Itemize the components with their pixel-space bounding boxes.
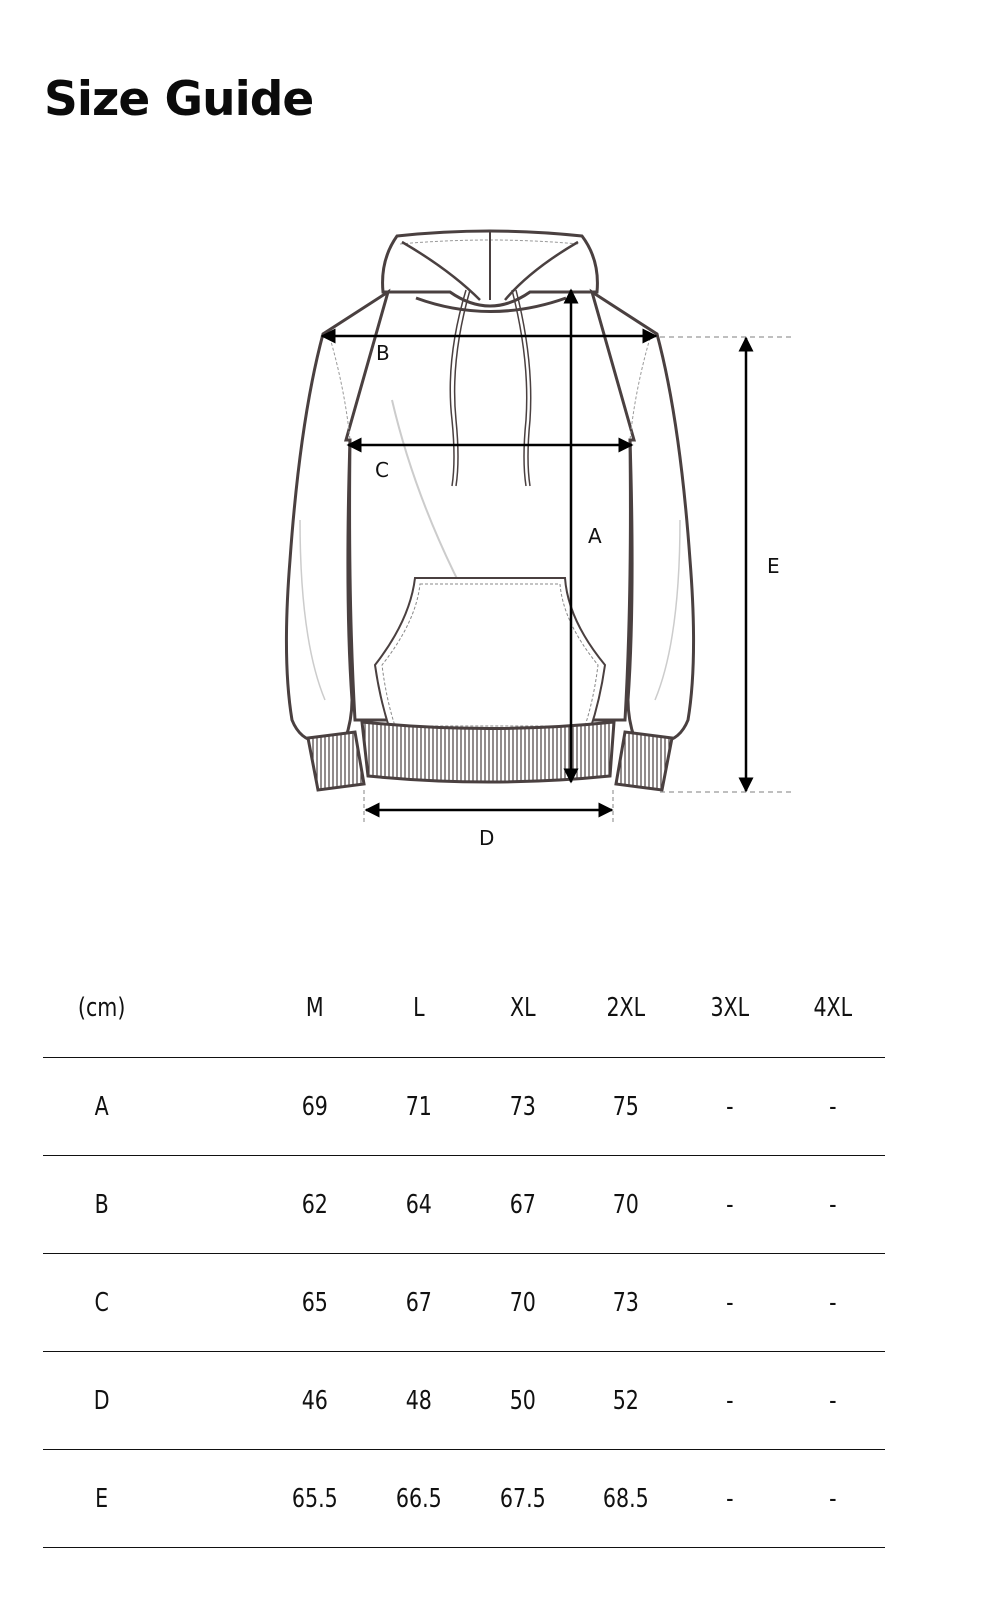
label-b: B: [376, 341, 390, 365]
page-title: Size Guide: [44, 72, 314, 127]
column-header: 3XL: [710, 992, 749, 1023]
table-cell: 70: [509, 1287, 536, 1318]
table-cell: 65.5: [292, 1483, 339, 1514]
table-row: A 69 71 73 75 - -: [43, 1058, 885, 1156]
table-cell: -: [725, 1287, 734, 1318]
table-cell: 73: [612, 1287, 640, 1318]
column-header: 4XL: [813, 992, 853, 1023]
table-cell: 75: [612, 1091, 640, 1122]
table-cell: 64: [405, 1189, 432, 1220]
table-row: D 46 48 50 52 - -: [43, 1352, 885, 1450]
row-label: E: [95, 1483, 109, 1514]
table-cell: 73: [509, 1091, 536, 1122]
table-header-row: (cm) M L XL 2XL 3XL 4XL: [43, 958, 885, 1058]
label-d: D: [479, 826, 494, 850]
column-header: 2XL: [606, 992, 646, 1023]
column-header: M: [306, 992, 324, 1023]
label-a: A: [588, 524, 602, 548]
table-cell: 46: [302, 1385, 329, 1416]
table-row: C 65 67 70 73 - -: [43, 1254, 885, 1352]
table-cell: 65: [302, 1287, 329, 1318]
table-cell: -: [829, 1189, 837, 1220]
table-cell: 48: [405, 1385, 432, 1416]
table-cell: 52: [612, 1385, 640, 1416]
row-label: C: [94, 1287, 109, 1318]
table-cell: -: [829, 1091, 837, 1122]
table-cell: 71: [405, 1091, 432, 1122]
table-cell: -: [725, 1483, 734, 1514]
size-table: (cm) M L XL 2XL 3XL 4XL A 69 71 73 75 - …: [43, 958, 885, 1548]
table-cell: -: [829, 1385, 837, 1416]
label-e: E: [767, 554, 780, 578]
table-cell: 50: [509, 1385, 536, 1416]
row-label: D: [93, 1385, 110, 1416]
table-cell: 67.5: [499, 1483, 546, 1514]
table-cell: -: [725, 1091, 734, 1122]
table-cell: 67: [509, 1189, 536, 1220]
hoodie-illustration: B C A E D: [284, 229, 792, 850]
row-label: B: [94, 1189, 109, 1220]
unit-label: (cm): [77, 992, 126, 1023]
table-cell: -: [725, 1189, 734, 1220]
hoodie-measurement-diagram: B C A E D: [0, 200, 1000, 900]
table-cell: 67: [405, 1287, 432, 1318]
column-header: L: [412, 992, 425, 1023]
label-c: C: [375, 458, 389, 482]
table-cell: 66.5: [395, 1483, 442, 1514]
table-cell: -: [725, 1385, 734, 1416]
row-label: A: [94, 1091, 109, 1122]
table-cell: 62: [302, 1189, 329, 1220]
table-cell: 68.5: [603, 1483, 649, 1514]
table-cell: 70: [612, 1189, 640, 1220]
table-cell: -: [829, 1483, 837, 1514]
column-header: XL: [509, 992, 536, 1023]
table-cell: 69: [302, 1091, 329, 1122]
table-row: E 65.5 66.5 67.5 68.5 - -: [43, 1450, 885, 1548]
table-row: B 62 64 67 70 - -: [43, 1156, 885, 1254]
table-cell: -: [829, 1287, 837, 1318]
